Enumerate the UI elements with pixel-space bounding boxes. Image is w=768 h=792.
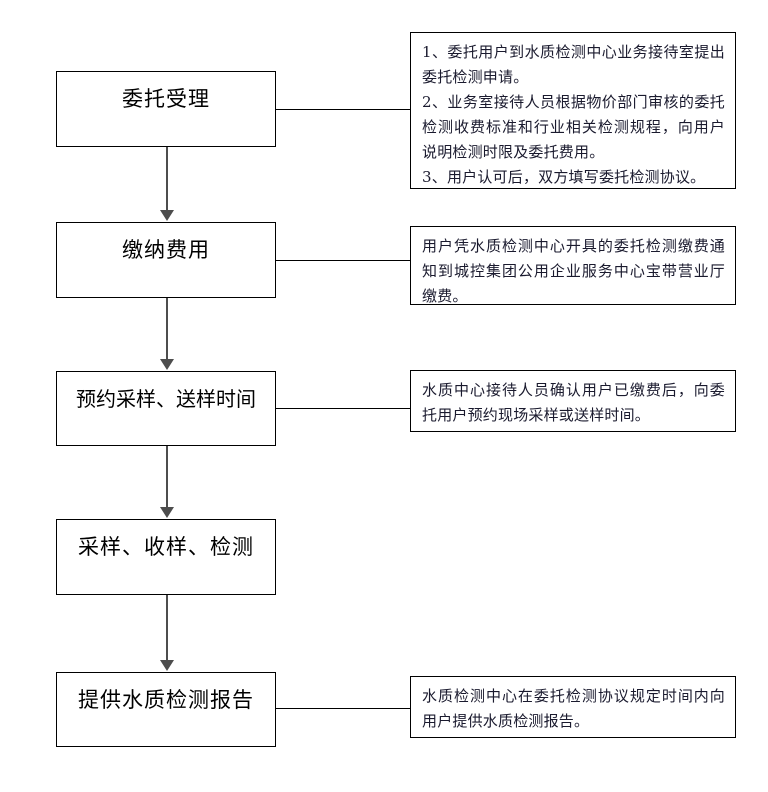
connector-step-5-to-note-5	[276, 708, 410, 709]
process-label-step-3: 预约采样、送样时间	[76, 388, 256, 411]
process-label-step-5: 提供水质检测报告	[78, 688, 254, 712]
process-label-step-4: 采样、收样、检测	[78, 536, 254, 560]
note-box-step-5: 水质检测中心在委托检测协议规定时间内向用户提供水质检测报告。	[410, 676, 736, 738]
process-box-step-4[interactable]: 采样、收样、检测	[56, 519, 276, 595]
flow-arrow-head-3-4	[160, 507, 174, 518]
process-box-step-5[interactable]: 提供水质检测报告	[56, 672, 276, 747]
note-box-step-2: 用户凭水质检测中心开具的委托检测缴费通知到城控集团公用企业服务中心宝带营业厅缴费…	[410, 226, 736, 305]
connector-step-2-to-note-2	[276, 260, 410, 261]
flow-arrow-line-2-3	[166, 298, 168, 360]
process-box-step-1[interactable]: 委托受理	[56, 71, 276, 147]
process-label-step-1: 委托受理	[122, 88, 210, 112]
flow-arrow-line-4-5	[166, 595, 168, 661]
note-text-step-3: 水质中心接待人员确认用户已缴费后，向委托用户预约现场采样或送样时间。	[422, 381, 725, 424]
note-box-step-1: 1、委托用户到水质检测中心业务接待室提出委托检测申请。 2、业务室接待人员根据物…	[410, 32, 736, 189]
note-text-step-1: 1、委托用户到水质检测中心业务接待室提出委托检测申请。 2、业务室接待人员根据物…	[422, 43, 725, 186]
connector-step-1-to-note-1	[276, 109, 410, 110]
flow-arrow-line-3-4	[166, 446, 168, 508]
process-box-step-3[interactable]: 预约采样、送样时间	[56, 371, 276, 446]
connector-step-3-to-note-3	[276, 408, 410, 409]
note-text-step-2: 用户凭水质检测中心开具的委托检测缴费通知到城控集团公用企业服务中心宝带营业厅缴费…	[422, 237, 725, 305]
flow-arrow-line-1-2	[166, 147, 168, 211]
flow-arrow-head-4-5	[160, 660, 174, 671]
process-label-step-2: 缴纳费用	[122, 239, 210, 263]
flow-arrow-head-1-2	[160, 210, 174, 221]
flow-arrow-head-2-3	[160, 359, 174, 370]
note-text-step-5: 水质检测中心在委托检测协议规定时间内向用户提供水质检测报告。	[422, 687, 725, 730]
note-box-step-3: 水质中心接待人员确认用户已缴费后，向委托用户预约现场采样或送样时间。	[410, 370, 736, 432]
process-box-step-2[interactable]: 缴纳费用	[56, 222, 276, 298]
